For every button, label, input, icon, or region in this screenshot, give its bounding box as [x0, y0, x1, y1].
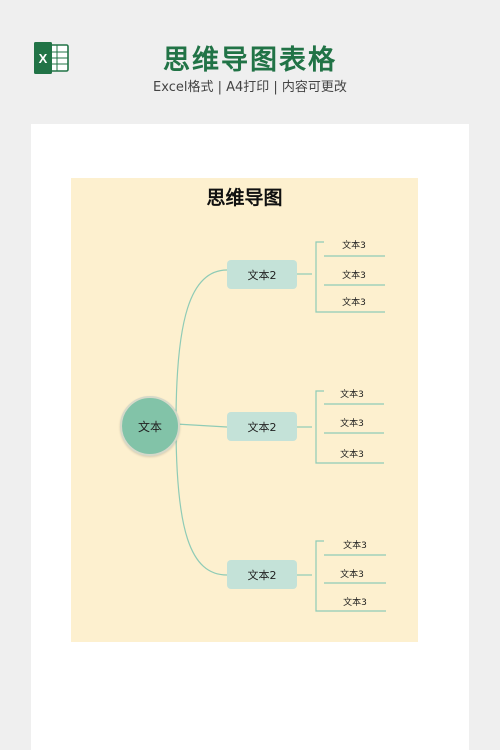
- mindmap-root-node: 文本: [120, 396, 180, 456]
- mindmap-leaf-2-1: 文本3: [340, 390, 364, 400]
- mindmap-leaf-1-3: 文本3: [342, 298, 366, 308]
- page-title: 思维导图表格: [163, 45, 337, 76]
- page-subtitle: Excel格式 | A4打印 | 内容可更改: [153, 80, 347, 95]
- mindmap-leaf-1-1: 文本3: [342, 241, 366, 251]
- mindmap-branch-node-1: 文本2: [227, 260, 297, 289]
- mindmap-leaf-3-1: 文本3: [343, 541, 367, 551]
- svg-text:X: X: [39, 51, 48, 66]
- connector-root-branch-3: [175, 423, 228, 576]
- excel-icon: X: [34, 42, 69, 74]
- mindmap-branch-node-2: 文本2: [227, 412, 297, 441]
- connector-root-branch-2: [175, 423, 228, 428]
- mindmap-leaf-2-2: 文本3: [340, 419, 364, 429]
- mindmap-leaf-1-2: 文本3: [342, 271, 366, 281]
- connector-root-branch-1: [175, 269, 228, 425]
- mindmap-branch-node-3: 文本2: [227, 560, 297, 589]
- mindmap-leaf-3-3: 文本3: [343, 598, 367, 608]
- mindmap-leaf-3-2: 文本3: [340, 570, 364, 580]
- mindmap-leaf-2-3: 文本3: [340, 450, 364, 460]
- mindmap-title: 思维导图: [206, 187, 283, 209]
